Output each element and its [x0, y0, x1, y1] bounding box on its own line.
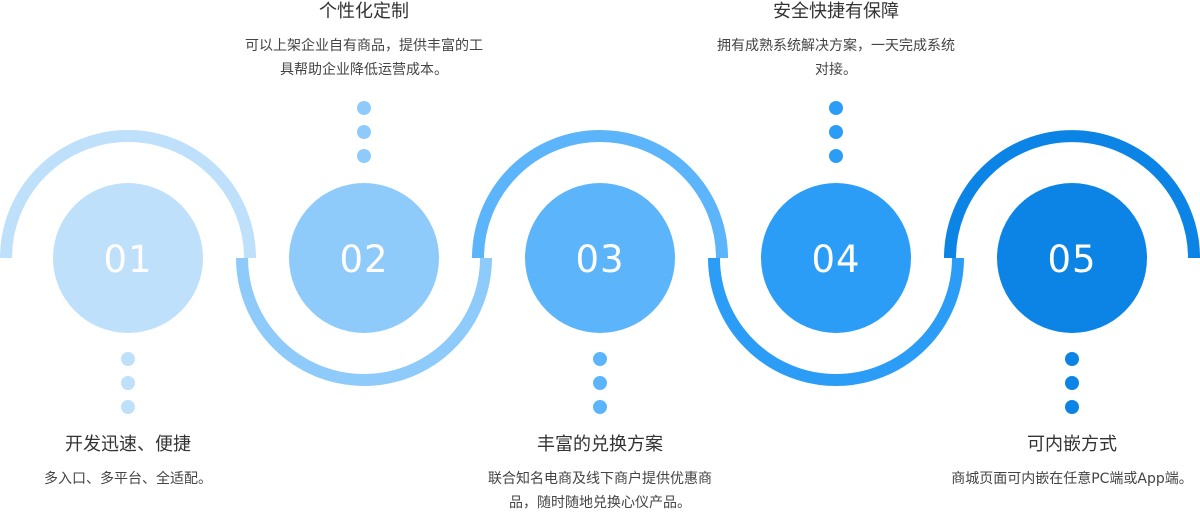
- arc-step-1: [0, 130, 256, 259]
- step-desc-3: 联合知名电商及线下商户提供优惠商品，随时随地兑换心仪产品。: [488, 471, 712, 511]
- step-title-4: 安全快捷有保障: [773, 1, 899, 22]
- step-text-2: 个性化定制 可以上架企业自有商品，提供丰富的工具帮助企业降低运营成本。: [244, 0, 484, 82]
- step-text-5: 可内嵌方式 商城页面可内嵌在任意PC端或App端。: [950, 433, 1194, 491]
- dots-step-1: [121, 352, 135, 414]
- step-title-5: 可内嵌方式: [1027, 434, 1117, 455]
- step-desc-1: 多入口、多平台、全适配。: [44, 471, 212, 487]
- step-title-2: 个性化定制: [319, 1, 409, 22]
- step-circle-2: [289, 183, 439, 333]
- step-circle-4: [761, 183, 911, 333]
- step-circle-1: [53, 183, 203, 333]
- step-text-4: 安全快捷有保障 拥有成熟系统解决方案，一天完成系统对接。: [716, 0, 956, 82]
- dots-step-4: [829, 101, 843, 163]
- step-text-1: 开发迅速、便捷 多入口、多平台、全适配。: [28, 433, 228, 491]
- step-desc-4: 拥有成熟系统解决方案，一天完成系统对接。: [717, 38, 955, 78]
- step-number-4: 04: [811, 237, 861, 281]
- step-desc-2: 可以上架企业自有商品，提供丰富的工具帮助企业降低运营成本。: [245, 38, 483, 78]
- step-desc-5: 商城页面可内嵌在任意PC端或App端。: [951, 471, 1193, 487]
- step-circle-5: [997, 183, 1147, 333]
- arc-step-2: [236, 257, 492, 386]
- arc-step-5: [944, 130, 1200, 259]
- dots-step-5: [1065, 352, 1079, 414]
- step-text-3: 丰富的兑换方案 联合知名电商及线下商户提供优惠商品，随时随地兑换心仪产品。: [480, 433, 720, 515]
- step-circle-3: [525, 183, 675, 333]
- arc-step-3: [472, 130, 728, 259]
- step-number-1: 01: [103, 237, 153, 281]
- arc-step-4: [708, 257, 964, 386]
- dots-step-3: [593, 352, 607, 414]
- step-title-3: 丰富的兑换方案: [537, 434, 663, 455]
- step-number-3: 03: [575, 237, 625, 281]
- step-number-2: 02: [339, 237, 389, 281]
- dots-step-2: [357, 101, 371, 163]
- step-title-1: 开发迅速、便捷: [65, 434, 191, 455]
- step-number-5: 05: [1047, 237, 1097, 281]
